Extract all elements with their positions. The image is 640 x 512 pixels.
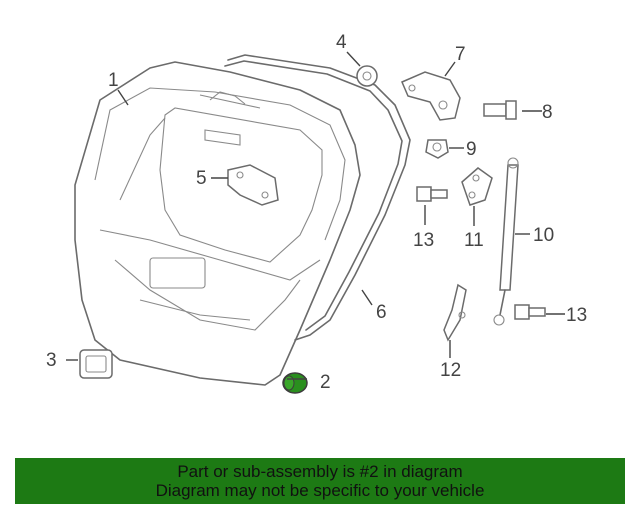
- bolt-part-8: [483, 100, 517, 120]
- callout-3: 3: [46, 350, 57, 371]
- nut-part-4: [356, 65, 378, 87]
- callout-13-lower: 13: [566, 305, 587, 326]
- banner-line-disclaimer: Diagram may not be specific to your vehi…: [155, 481, 485, 500]
- callout-11: 11: [464, 230, 484, 251]
- hinge-part-7: [401, 71, 461, 121]
- bolt-part-13-lower: [514, 304, 546, 320]
- callout-12: 12: [440, 360, 461, 381]
- bracket-part-12: [443, 283, 467, 342]
- callout-7: 7: [455, 44, 466, 65]
- bolt-part-13-upper: [416, 186, 448, 202]
- parts-diagram: 1 2 3 4 5 6 7 8 9 10 11 12 13 13: [46, 32, 587, 394]
- latch-part-5: [227, 164, 279, 206]
- callout-2: 2: [320, 372, 331, 393]
- bracket-part-11: [461, 167, 493, 206]
- callout-10: 10: [533, 225, 554, 246]
- callout-6: 6: [376, 302, 387, 323]
- callout-8: 8: [542, 102, 553, 123]
- leader-lines: [66, 51, 565, 380]
- part-info-banner: Part or sub-assembly is #2 in diagram Di…: [15, 458, 625, 504]
- tailgate-part-1: [74, 61, 361, 386]
- switch-part-3: [79, 349, 113, 379]
- nut-part-9: [425, 139, 449, 159]
- gas-strut-part-10: [493, 157, 519, 326]
- callout-13-upper: 13: [413, 230, 434, 251]
- callout-4: 4: [336, 32, 347, 53]
- callout-1: 1: [108, 70, 119, 91]
- weatherstrip-part-6: [224, 54, 411, 341]
- callout-5: 5: [196, 168, 207, 189]
- bumper-part-2: [282, 372, 308, 394]
- banner-line-part-number: Part or sub-assembly is #2 in diagram: [177, 462, 463, 481]
- callout-9: 9: [466, 139, 477, 160]
